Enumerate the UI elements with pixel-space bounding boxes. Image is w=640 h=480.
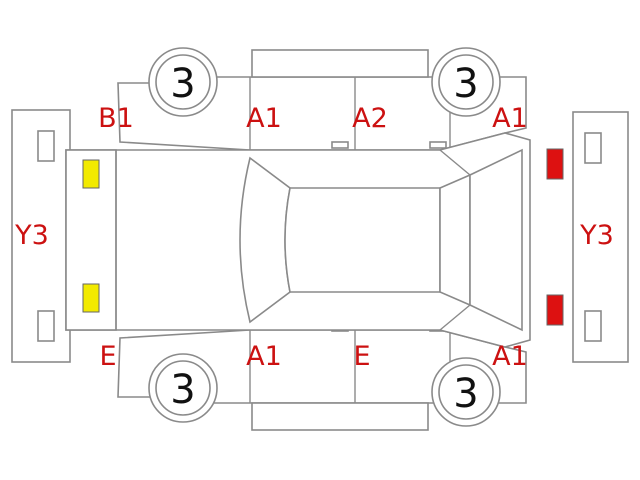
code-bottom-rear-corner: A1: [492, 341, 528, 372]
door-handle-top-front: [331, 141, 349, 149]
tyre-grade-front-right: 3: [170, 367, 195, 413]
code-bottom-front-door: A1: [246, 341, 282, 372]
wheel-rear-left: 3: [431, 47, 501, 117]
rear-lamp-bottom: [546, 294, 564, 326]
code-top-rear-corner: A1: [492, 103, 528, 134]
wheel-rear-right: 3: [431, 357, 501, 427]
code-top-rear-door: A2: [352, 103, 388, 134]
front-bumper-slot-bottom: [37, 310, 55, 342]
front-bumper-slot-top: [37, 130, 55, 162]
tailgate: [469, 148, 523, 332]
c-pillar-bottom: [439, 304, 471, 331]
rear-bumper-slot-top: [584, 132, 602, 164]
rear-lamp-top: [546, 148, 564, 180]
tyre-grade-front-left: 3: [170, 61, 195, 107]
rear-bumper-slot-bottom: [584, 310, 602, 342]
code-bottom-rear-door: E: [353, 341, 370, 372]
code-top-front-corner: B1: [98, 103, 134, 134]
tyre-grade-rear-left: 3: [453, 61, 478, 107]
c-pillar-top: [439, 149, 471, 176]
code-top-front-door: A1: [246, 103, 282, 134]
rear-window: [439, 173, 471, 307]
roof-rail-bottom: [251, 402, 429, 431]
roof-rail-top: [251, 49, 429, 78]
windshield: [239, 156, 291, 324]
code-rear-bumper: Y3: [579, 220, 614, 251]
wheel-front-right: 3: [148, 353, 218, 423]
wheel-front-left: 3: [148, 47, 218, 117]
code-front-bumper: Y3: [14, 220, 49, 251]
door-handle-top-rear: [429, 141, 447, 149]
roof: [284, 187, 441, 293]
tyre-grade-rear-right: 3: [453, 371, 478, 417]
front-lamp-bottom: [82, 283, 100, 313]
code-bottom-front-corner: E: [99, 341, 116, 372]
front-lamp-top: [82, 159, 100, 189]
